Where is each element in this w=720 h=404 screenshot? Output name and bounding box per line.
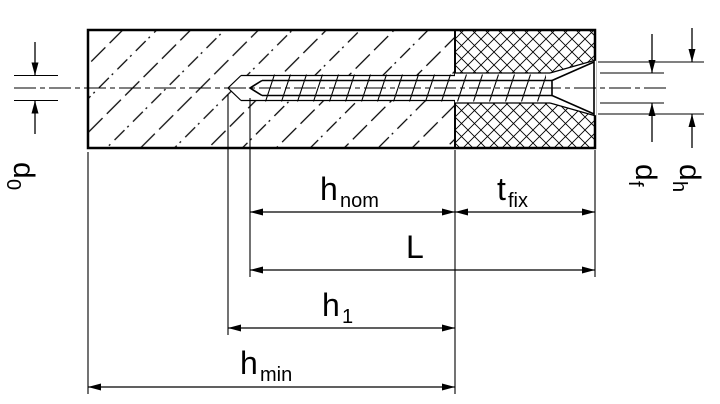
arrow-up-icon — [31, 100, 39, 114]
dim-df: d f — [600, 34, 664, 187]
dim-label-h-nom-sub: nom — [340, 190, 379, 212]
dim-label-dh: d — [673, 164, 706, 181]
screw-head — [551, 60, 595, 116]
countersink-bottom — [549, 102, 597, 117]
arrow-up-icon — [648, 103, 656, 116]
dim-label-df-sub: f — [624, 181, 646, 187]
dim-label-d0-sub: 0 — [2, 179, 24, 190]
dim-dh: d h — [598, 28, 706, 192]
arrow-right-icon — [582, 208, 595, 216]
dim-h-nom-t-fix-row: h nom t fix — [250, 171, 595, 216]
arrow-up-icon — [688, 114, 696, 127]
dim-label-d0: d — [7, 162, 40, 179]
dim-label-t-fix: t — [497, 171, 506, 207]
arrow-left-icon — [228, 324, 241, 332]
dim-label-h1: h — [322, 287, 340, 323]
arrow-right-icon — [442, 383, 455, 391]
arrow-down-icon — [31, 62, 39, 76]
arrow-left-icon — [88, 383, 101, 391]
dim-label-h1-sub: 1 — [342, 306, 353, 328]
arrow-left-icon — [250, 208, 263, 216]
dim-label-h-min: h — [240, 345, 258, 381]
arrow-down-icon — [688, 49, 696, 62]
dim-label-dh-sub: h — [668, 181, 690, 192]
dim-L-row: L — [250, 229, 595, 274]
dim-label-h-nom: h — [320, 171, 338, 207]
countersink-top — [549, 59, 597, 74]
dim-label-t-fix-sub: fix — [508, 190, 528, 212]
dim-h1-row: h 1 — [228, 287, 455, 332]
arrow-right-icon — [442, 208, 455, 216]
arrow-down-icon — [648, 60, 656, 73]
dim-label-L: L — [406, 229, 424, 265]
dim-h-min-row: h min — [88, 345, 455, 391]
arrow-right-icon — [442, 324, 455, 332]
dim-d0: d 0 — [2, 42, 58, 190]
extension-lines — [87, 94, 596, 394]
dim-label-df: d — [629, 164, 662, 181]
arrow-left-icon — [250, 266, 263, 274]
arrow-left-icon — [455, 208, 468, 216]
arrow-right-icon — [582, 266, 595, 274]
dim-label-h-min-sub: min — [260, 364, 292, 386]
